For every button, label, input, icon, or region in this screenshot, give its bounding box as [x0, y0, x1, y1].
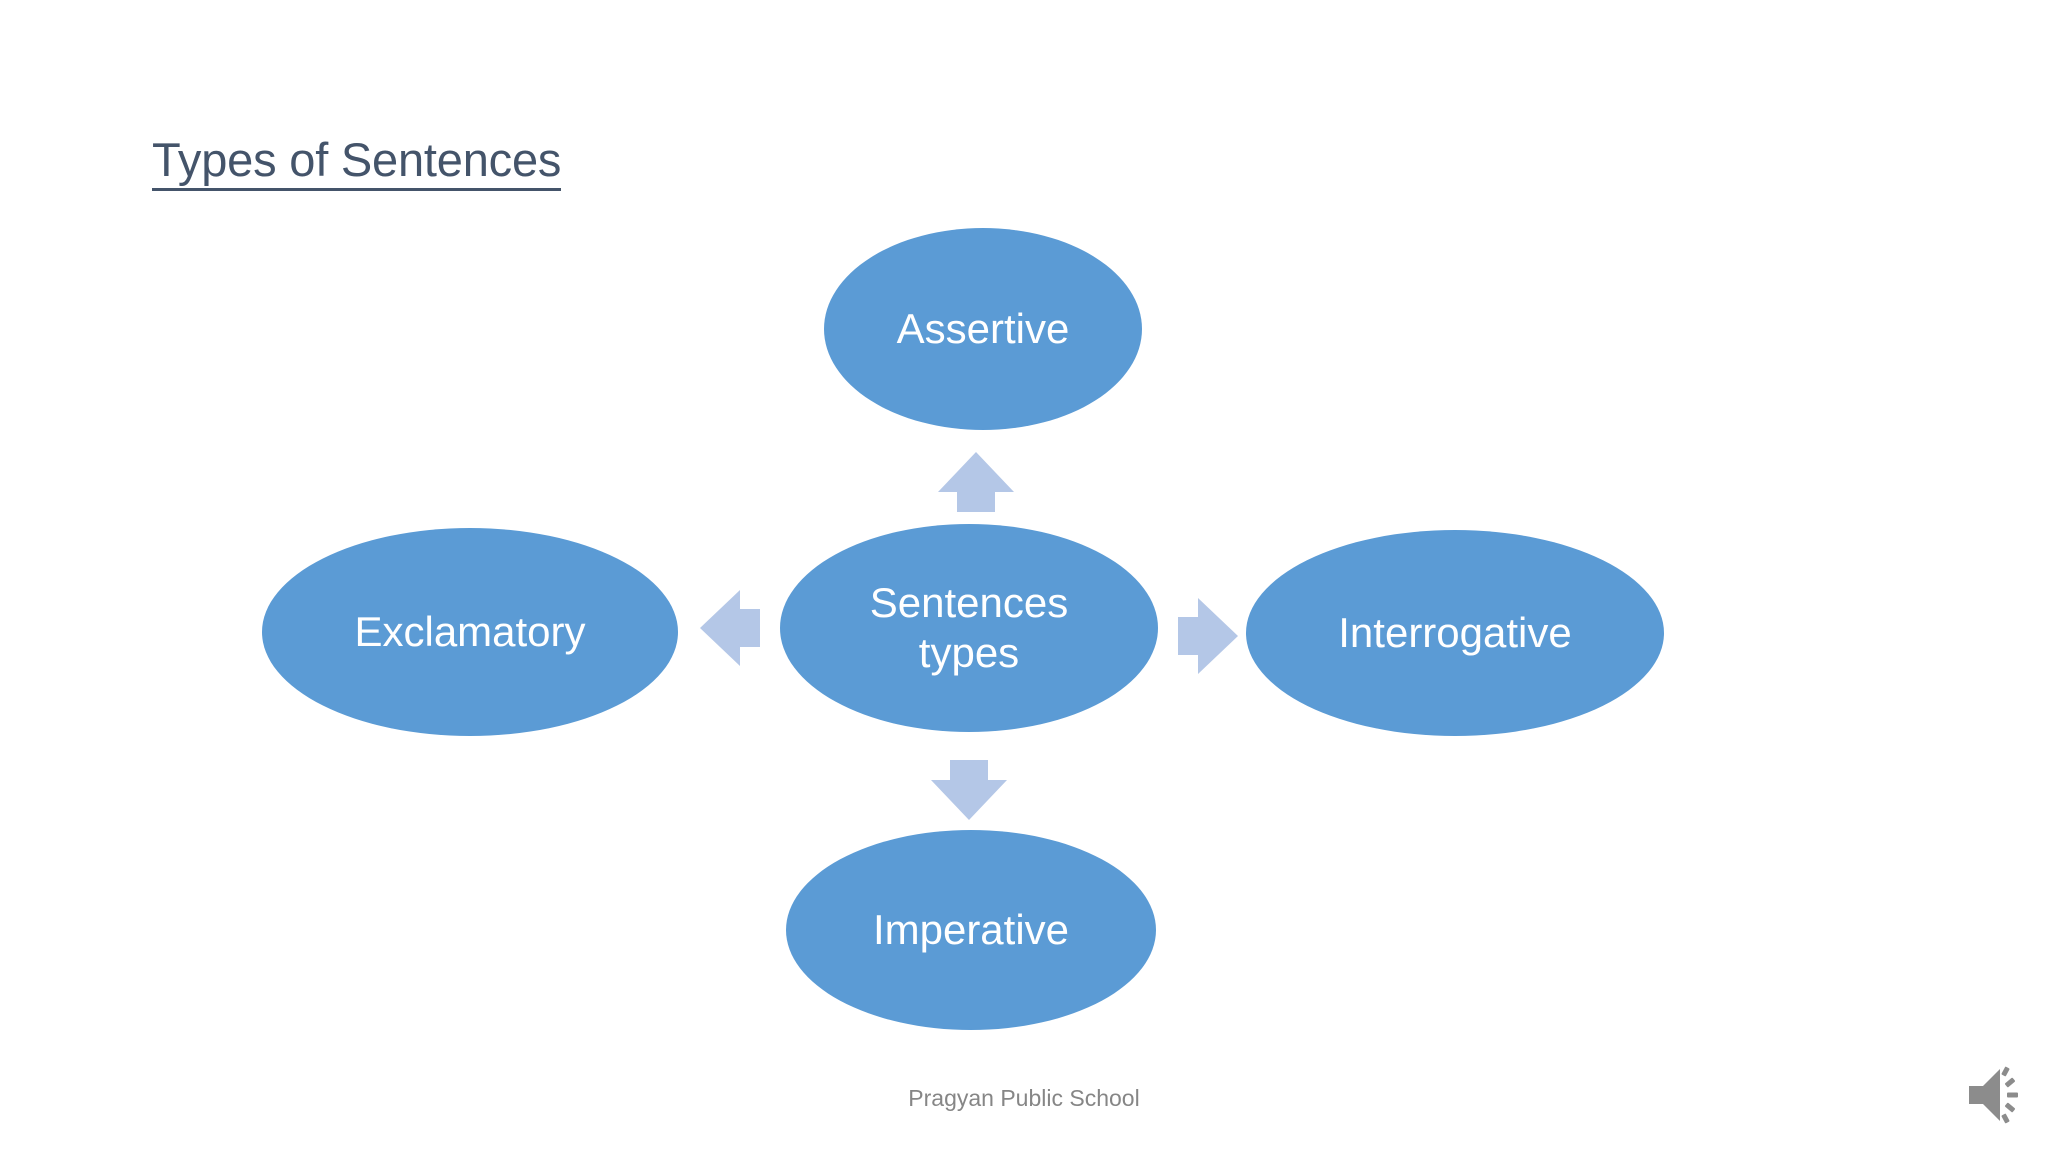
diagram-node-exclamatory-label: Exclamatory [354, 608, 586, 656]
diagram-node-center[interactable]: Sentences types [780, 524, 1158, 732]
page-title-block: Types of Sentences [152, 136, 1052, 206]
diagram-node-center-label: Sentences types [869, 579, 1069, 676]
diagram-node-assertive[interactable]: Assertive [824, 228, 1142, 430]
down-arrow-icon [931, 760, 1007, 820]
right-arrow-icon [1178, 598, 1238, 674]
slide-footer: Pragyan Public School [908, 1085, 1140, 1111]
diagram-node-interrogative-label: Interrogative [1338, 609, 1572, 657]
speaker-volume-icon[interactable] [1955, 1055, 2035, 1135]
up-arrow-icon [938, 452, 1014, 512]
diagram-node-assertive-label: Assertive [896, 305, 1070, 353]
diagram-node-interrogative[interactable]: Interrogative [1246, 530, 1664, 736]
page-title: Types of Sentences [152, 136, 561, 191]
diagram-node-imperative[interactable]: Imperative [786, 830, 1156, 1030]
diagram-node-exclamatory[interactable]: Exclamatory [262, 528, 678, 736]
left-arrow-icon [700, 590, 760, 666]
diagram-node-imperative-label: Imperative [872, 906, 1070, 954]
